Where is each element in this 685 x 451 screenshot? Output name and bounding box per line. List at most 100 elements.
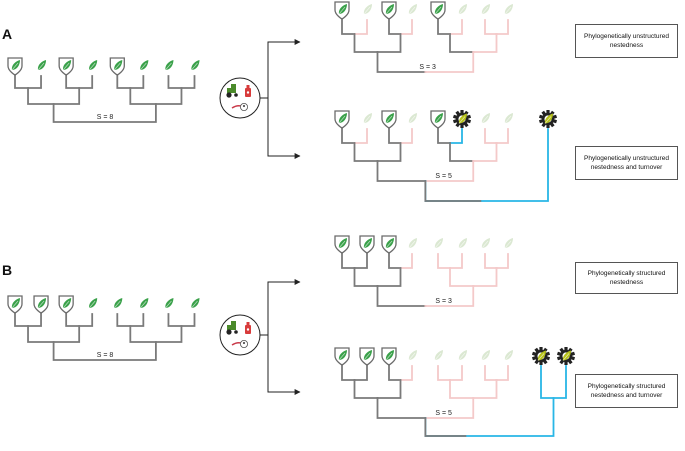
shield-leaf-icon — [7, 295, 23, 314]
tree-branch — [472, 142, 498, 162]
tree-branch — [399, 365, 413, 381]
tree-branch — [14, 313, 42, 327]
leaf-icon — [363, 350, 372, 361]
shield-leaf-icon — [359, 235, 375, 254]
leaf-icon — [165, 60, 174, 71]
faded-leaf-icon — [504, 113, 513, 124]
tractor-icon — [226, 321, 238, 335]
leaf-icon — [88, 298, 98, 309]
shield-leaf-icon — [7, 57, 23, 76]
leaf-icon — [537, 350, 546, 361]
gear-icon — [452, 110, 472, 128]
leaf-icon — [114, 60, 123, 71]
tree-branch — [376, 397, 427, 419]
faded-leaf-icon — [434, 350, 443, 361]
tree-branch — [388, 365, 402, 381]
gear-icon — [556, 347, 576, 365]
faded-leaf-icon — [458, 4, 467, 15]
leaf-icon — [11, 298, 21, 309]
person-icon — [231, 340, 248, 348]
s-label: S = 5 — [435, 410, 452, 417]
shield-leaf-icon — [430, 1, 446, 20]
leaf-icon — [338, 238, 347, 249]
leaf-icon — [88, 60, 98, 71]
tree-branch — [424, 417, 467, 437]
tree-branch — [376, 379, 402, 399]
tree-branch — [341, 365, 356, 381]
tree-branch — [495, 128, 509, 144]
tree-branch — [353, 33, 379, 53]
leaf-icon — [338, 113, 347, 124]
tree-branch — [353, 267, 379, 287]
tree-branch — [129, 325, 183, 343]
shield-leaf-icon — [359, 347, 375, 366]
tree-branch — [388, 253, 402, 269]
faded-leaf-icon — [504, 238, 513, 249]
tree-branch — [353, 365, 368, 381]
tree-branch — [376, 267, 402, 287]
tree-branch — [437, 365, 451, 381]
shield-leaf-icon — [334, 110, 350, 129]
tree-branch — [167, 313, 196, 327]
faded-leaf-icon — [408, 350, 417, 361]
leaf-icon — [434, 113, 443, 124]
leaf-icon — [191, 298, 200, 309]
tree-branch — [437, 253, 451, 269]
tree-branch — [27, 87, 81, 105]
tree-branch — [129, 87, 183, 105]
tree-branch — [27, 325, 81, 343]
tractor-icon — [226, 84, 238, 98]
tree-branch — [472, 33, 498, 53]
leaf-icon — [385, 4, 394, 15]
leaf-icon — [62, 60, 72, 71]
faded-leaf-icon — [504, 350, 513, 361]
tree-branch — [449, 253, 463, 269]
tree-branch — [353, 379, 379, 399]
faded-leaf-icon — [481, 4, 490, 15]
tree-branch — [116, 313, 145, 327]
tree-branch — [341, 19, 356, 35]
tree-branch — [399, 128, 413, 144]
leaf-icon — [385, 113, 394, 124]
gear-icon — [538, 110, 558, 128]
spray-bottle-icon — [245, 322, 251, 334]
tree-branch — [437, 128, 451, 144]
tree-branch — [449, 365, 463, 381]
tree-branch — [376, 51, 427, 73]
tree-branch — [376, 142, 402, 162]
leaf-icon — [191, 60, 200, 71]
tree-branch — [449, 142, 475, 162]
tree-branch — [399, 253, 413, 269]
tree-branch — [449, 379, 475, 399]
faded-leaf-icon — [363, 4, 372, 15]
tree-branch — [388, 19, 402, 35]
leaf-icon — [338, 4, 347, 15]
tree-branch — [449, 267, 475, 287]
leaf-icon — [11, 60, 21, 71]
new-lineage-branch — [424, 397, 555, 437]
tree-branch — [14, 75, 42, 89]
faded-leaf-icon — [434, 238, 443, 249]
faded-leaf-icon — [481, 113, 490, 124]
shield-leaf-icon — [381, 1, 397, 20]
tree-branch — [353, 128, 368, 144]
tree-branch — [437, 19, 451, 35]
new-lineage-branch — [424, 128, 549, 202]
shield-leaf-icon — [381, 235, 397, 254]
tree-branch — [65, 75, 94, 89]
shield-leaf-icon — [430, 110, 446, 129]
tree-branch — [65, 313, 94, 327]
shield-leaf-icon — [58, 57, 74, 76]
tree-branch — [353, 19, 368, 35]
tree-branch — [484, 19, 498, 35]
tree-branch — [376, 285, 427, 307]
person-icon — [231, 103, 248, 111]
shield-leaf-icon — [334, 235, 350, 254]
tree-branch — [353, 142, 379, 162]
faded-leaf-icon — [481, 238, 490, 249]
leaf-icon — [562, 350, 571, 361]
